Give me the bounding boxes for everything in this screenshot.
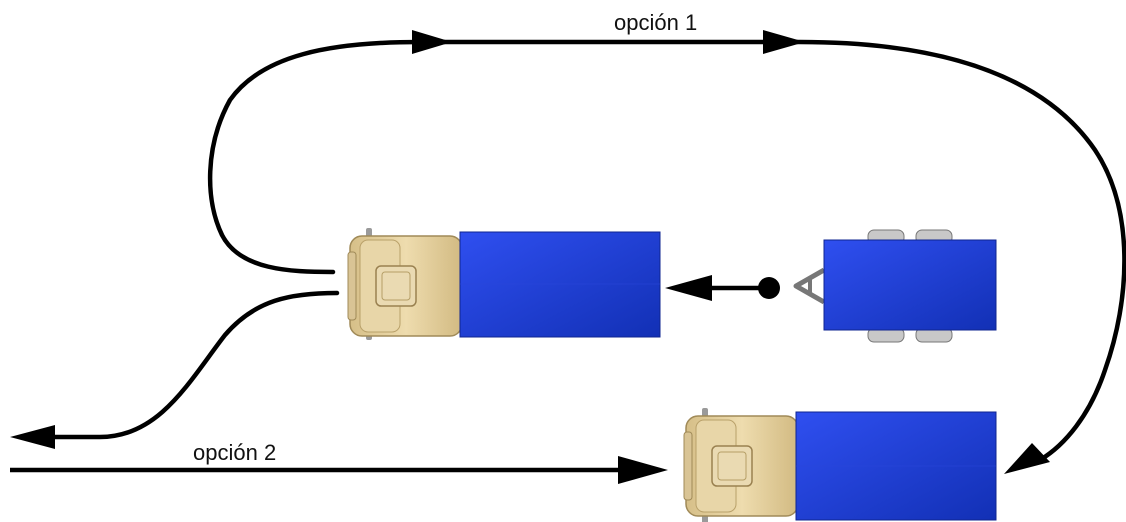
arrowhead-icon [1004,443,1050,474]
truck-top-view-icon [347,228,661,340]
hitch-point-icon [758,277,780,299]
trailer-top-view-icon [793,229,997,343]
option-2-label: opción 2 [193,440,276,465]
arrowhead-icon [618,456,668,484]
route-option-2: opción 2 [10,290,668,484]
option-1-label: opción 1 [614,10,697,35]
route-option-1: opción 1 [207,10,1126,474]
route-option-2-exit-path [47,290,340,440]
arrowhead-icon [665,275,712,301]
truck-top-view-icon [683,408,997,522]
arrowhead-icon [412,30,452,54]
arrowhead-icon [10,425,55,449]
arrowhead-icon [763,30,805,54]
route-option-1-path [207,39,1126,463]
coupling-indicator [665,275,780,301]
